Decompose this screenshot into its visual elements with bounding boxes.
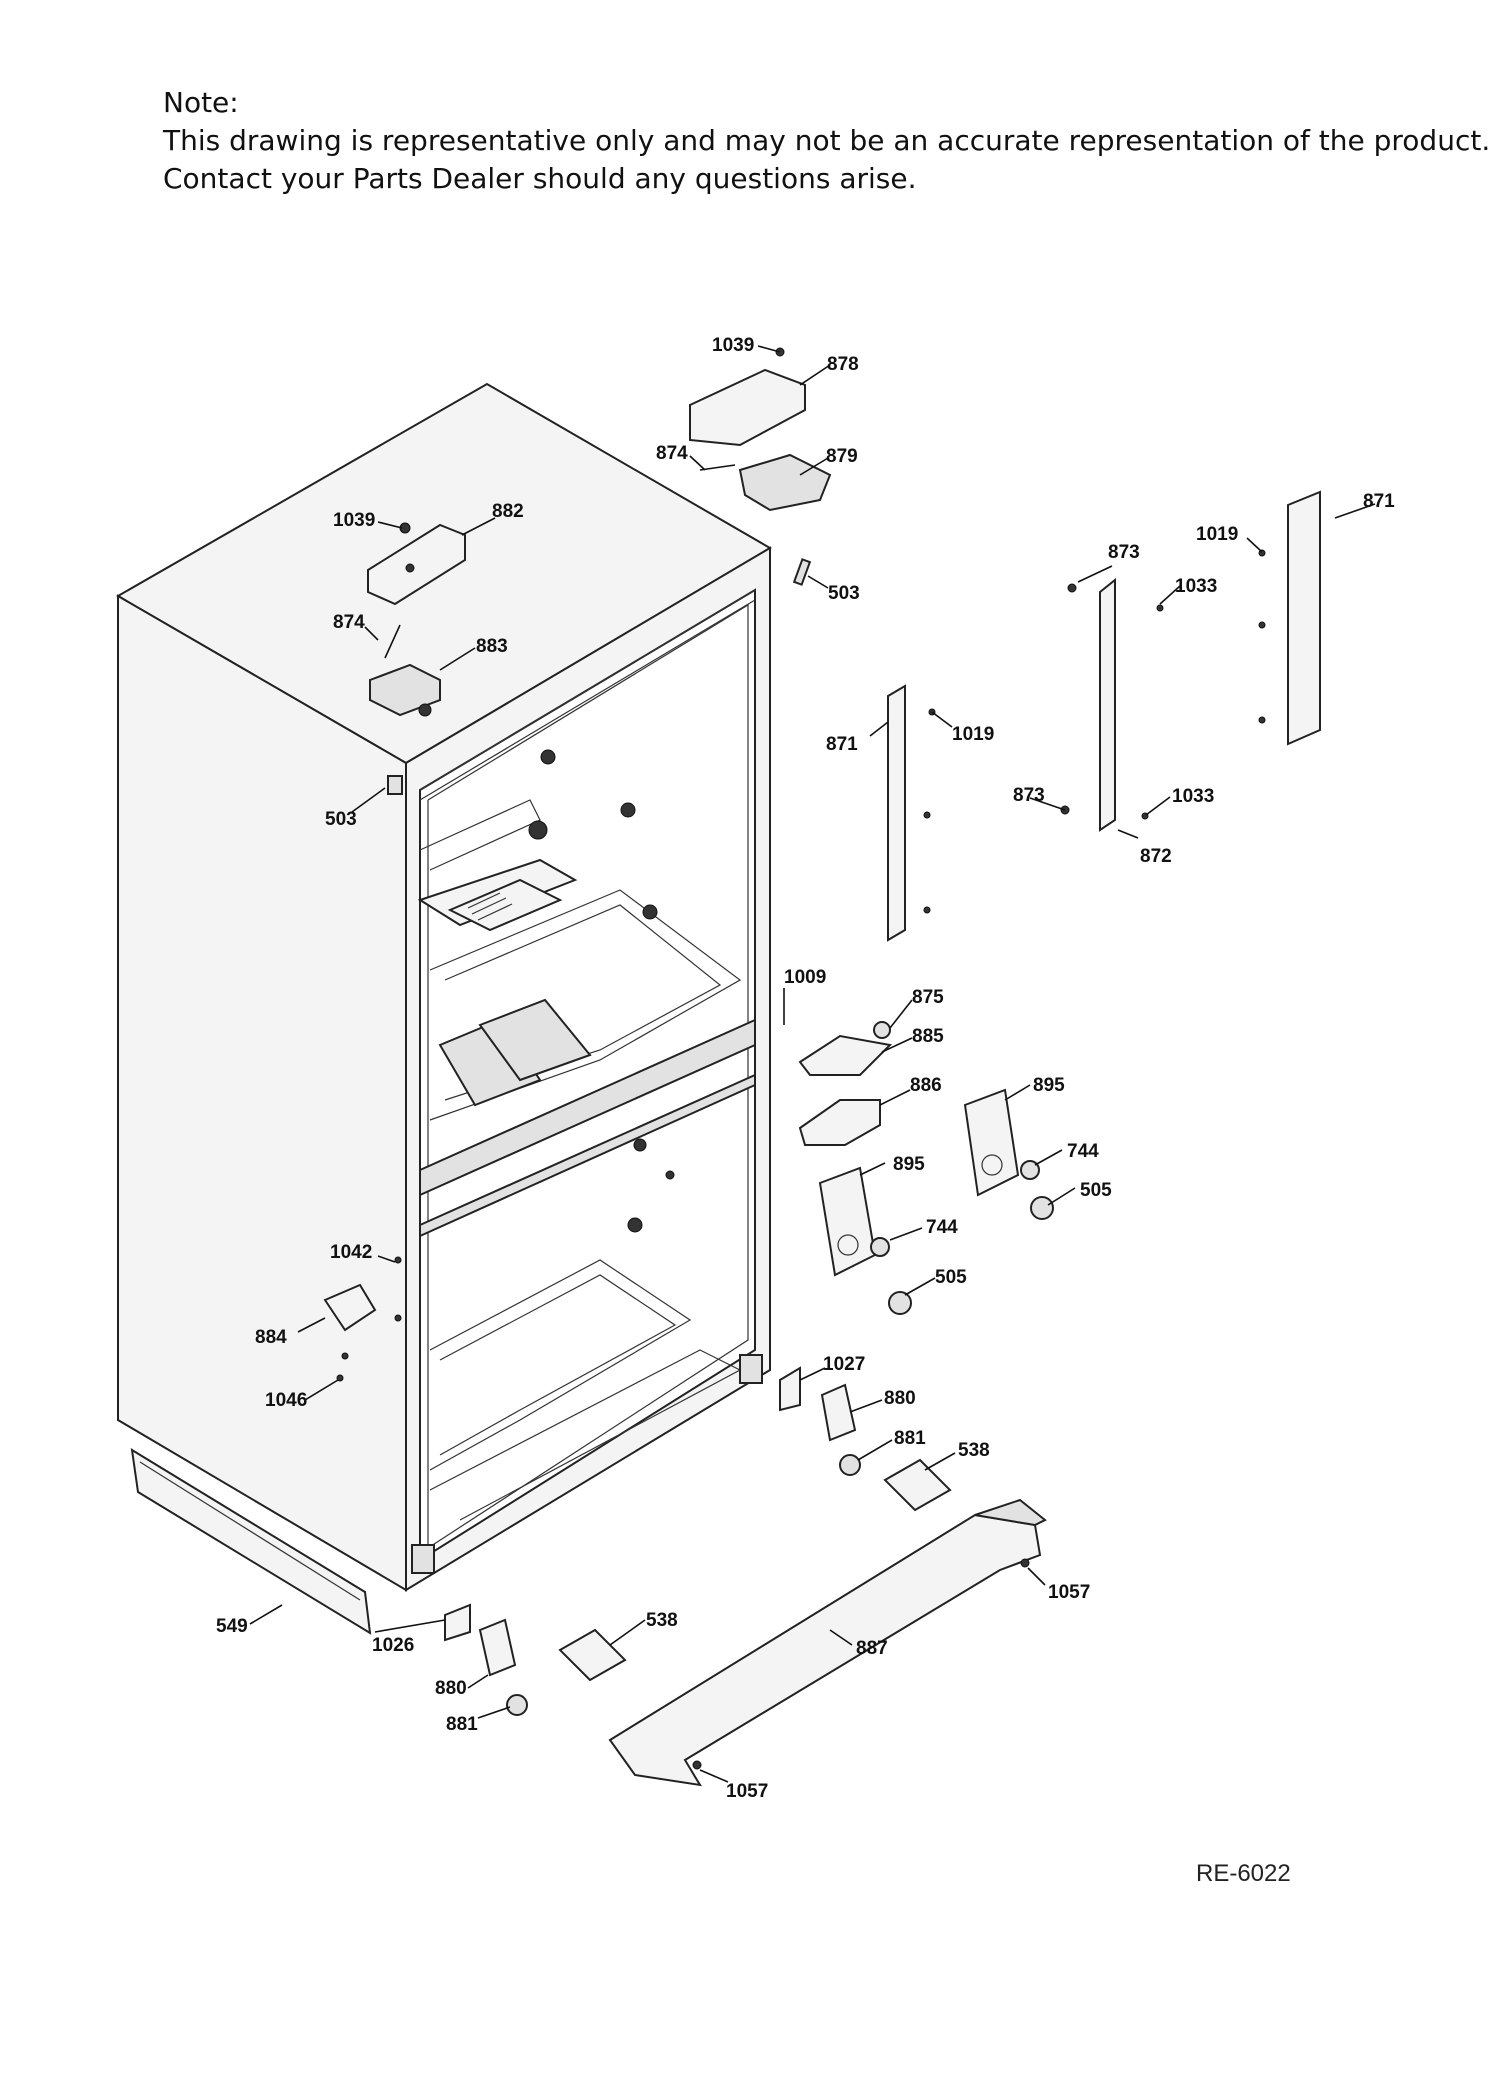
callout-label: 1009 [784,967,826,988]
vent-slots [467,892,513,921]
callout-label: 895 [1033,1075,1065,1096]
callout-label: 503 [325,809,357,830]
leader-lines [249,345,1376,1783]
callout-label: 871 [1363,491,1395,512]
bracket-880-right [820,1383,857,1442]
note-line-1: This drawing is representative only and … [163,124,1491,157]
callout-label: 1046 [265,1390,307,1411]
callout-label: 1033 [1175,576,1217,597]
bracket-880-left [478,1618,517,1677]
toe-grille-887 [608,1498,1047,1787]
callout-labels: 1039 878 874 879 1039 882 503 871 873 10… [216,335,1395,1802]
foot-881-left [506,1694,528,1716]
callout-label: 1039 [333,510,375,531]
refrigerator-cabinet [115,382,772,1592]
center-hinge-assembly [798,1021,893,1146]
door-stopper-right [963,1088,1054,1220]
side-rail-left [887,684,936,942]
callout-label: 549 [216,1616,248,1637]
roller-538-right [883,1458,952,1512]
callout-label: 505 [935,1267,967,1288]
callout-label: 871 [826,734,858,755]
reference-code: RE-6022 [1196,1860,1291,1887]
callout-label: 1042 [330,1242,372,1263]
side-rail-center [1060,577,1164,832]
bracket-1027 [779,1366,801,1412]
callout-label: 873 [1013,785,1045,806]
callout-label: 874 [333,612,365,633]
callout-label: 882 [492,501,524,522]
top-left-hinge-assembly [367,522,466,717]
bracket-1026 [444,1603,471,1642]
callout-label: 885 [912,1026,944,1047]
callout-label: 881 [446,1714,478,1735]
callout-label: 503 [828,583,860,604]
callout-label: 874 [656,443,688,464]
callout-label: 744 [926,1217,958,1238]
callout-label: 895 [893,1154,925,1175]
door-stopper-left [818,1166,912,1315]
callout-label: 887 [856,1638,888,1659]
callout-label: 880 [884,1388,916,1409]
callout-label: 1057 [726,1781,768,1802]
callout-label: 878 [827,354,859,375]
bottom-left-hinge-884 [323,1256,402,1382]
callout-label: 1039 [712,335,754,356]
base-skirt-panel [130,1448,372,1635]
note-heading: Note: [163,86,239,119]
callout-label: 881 [894,1428,926,1449]
note-line-2: Contact your Parts Dealer should any que… [163,162,917,195]
foot-881-right [839,1454,861,1476]
callout-label: 1019 [952,724,994,745]
callout-label: 538 [646,1610,678,1631]
top-right-hinge-assembly [689,347,832,512]
callout-label: 875 [912,987,944,1008]
callout-label: 884 [255,1327,287,1348]
callout-label: 1019 [1196,524,1238,545]
callout-label: 1033 [1172,786,1214,807]
roller-538-left [558,1628,627,1682]
disclaimer-note: Note: This drawing is representative onl… [163,84,1490,198]
callout-label: 873 [1108,542,1140,563]
callout-label: 879 [826,446,858,467]
side-rail-right [1258,490,1321,746]
callout-label: 1026 [372,1635,414,1656]
callout-label: 872 [1140,846,1172,867]
callout-label: 886 [910,1075,942,1096]
callout-label: 505 [1080,1180,1112,1201]
callout-label: 883 [476,636,508,657]
callout-label: 744 [1067,1141,1099,1162]
callout-label: 1057 [1048,1582,1090,1603]
callout-label: 538 [958,1440,990,1461]
callout-label: 1027 [823,1354,865,1375]
callout-label: 880 [435,1678,467,1699]
